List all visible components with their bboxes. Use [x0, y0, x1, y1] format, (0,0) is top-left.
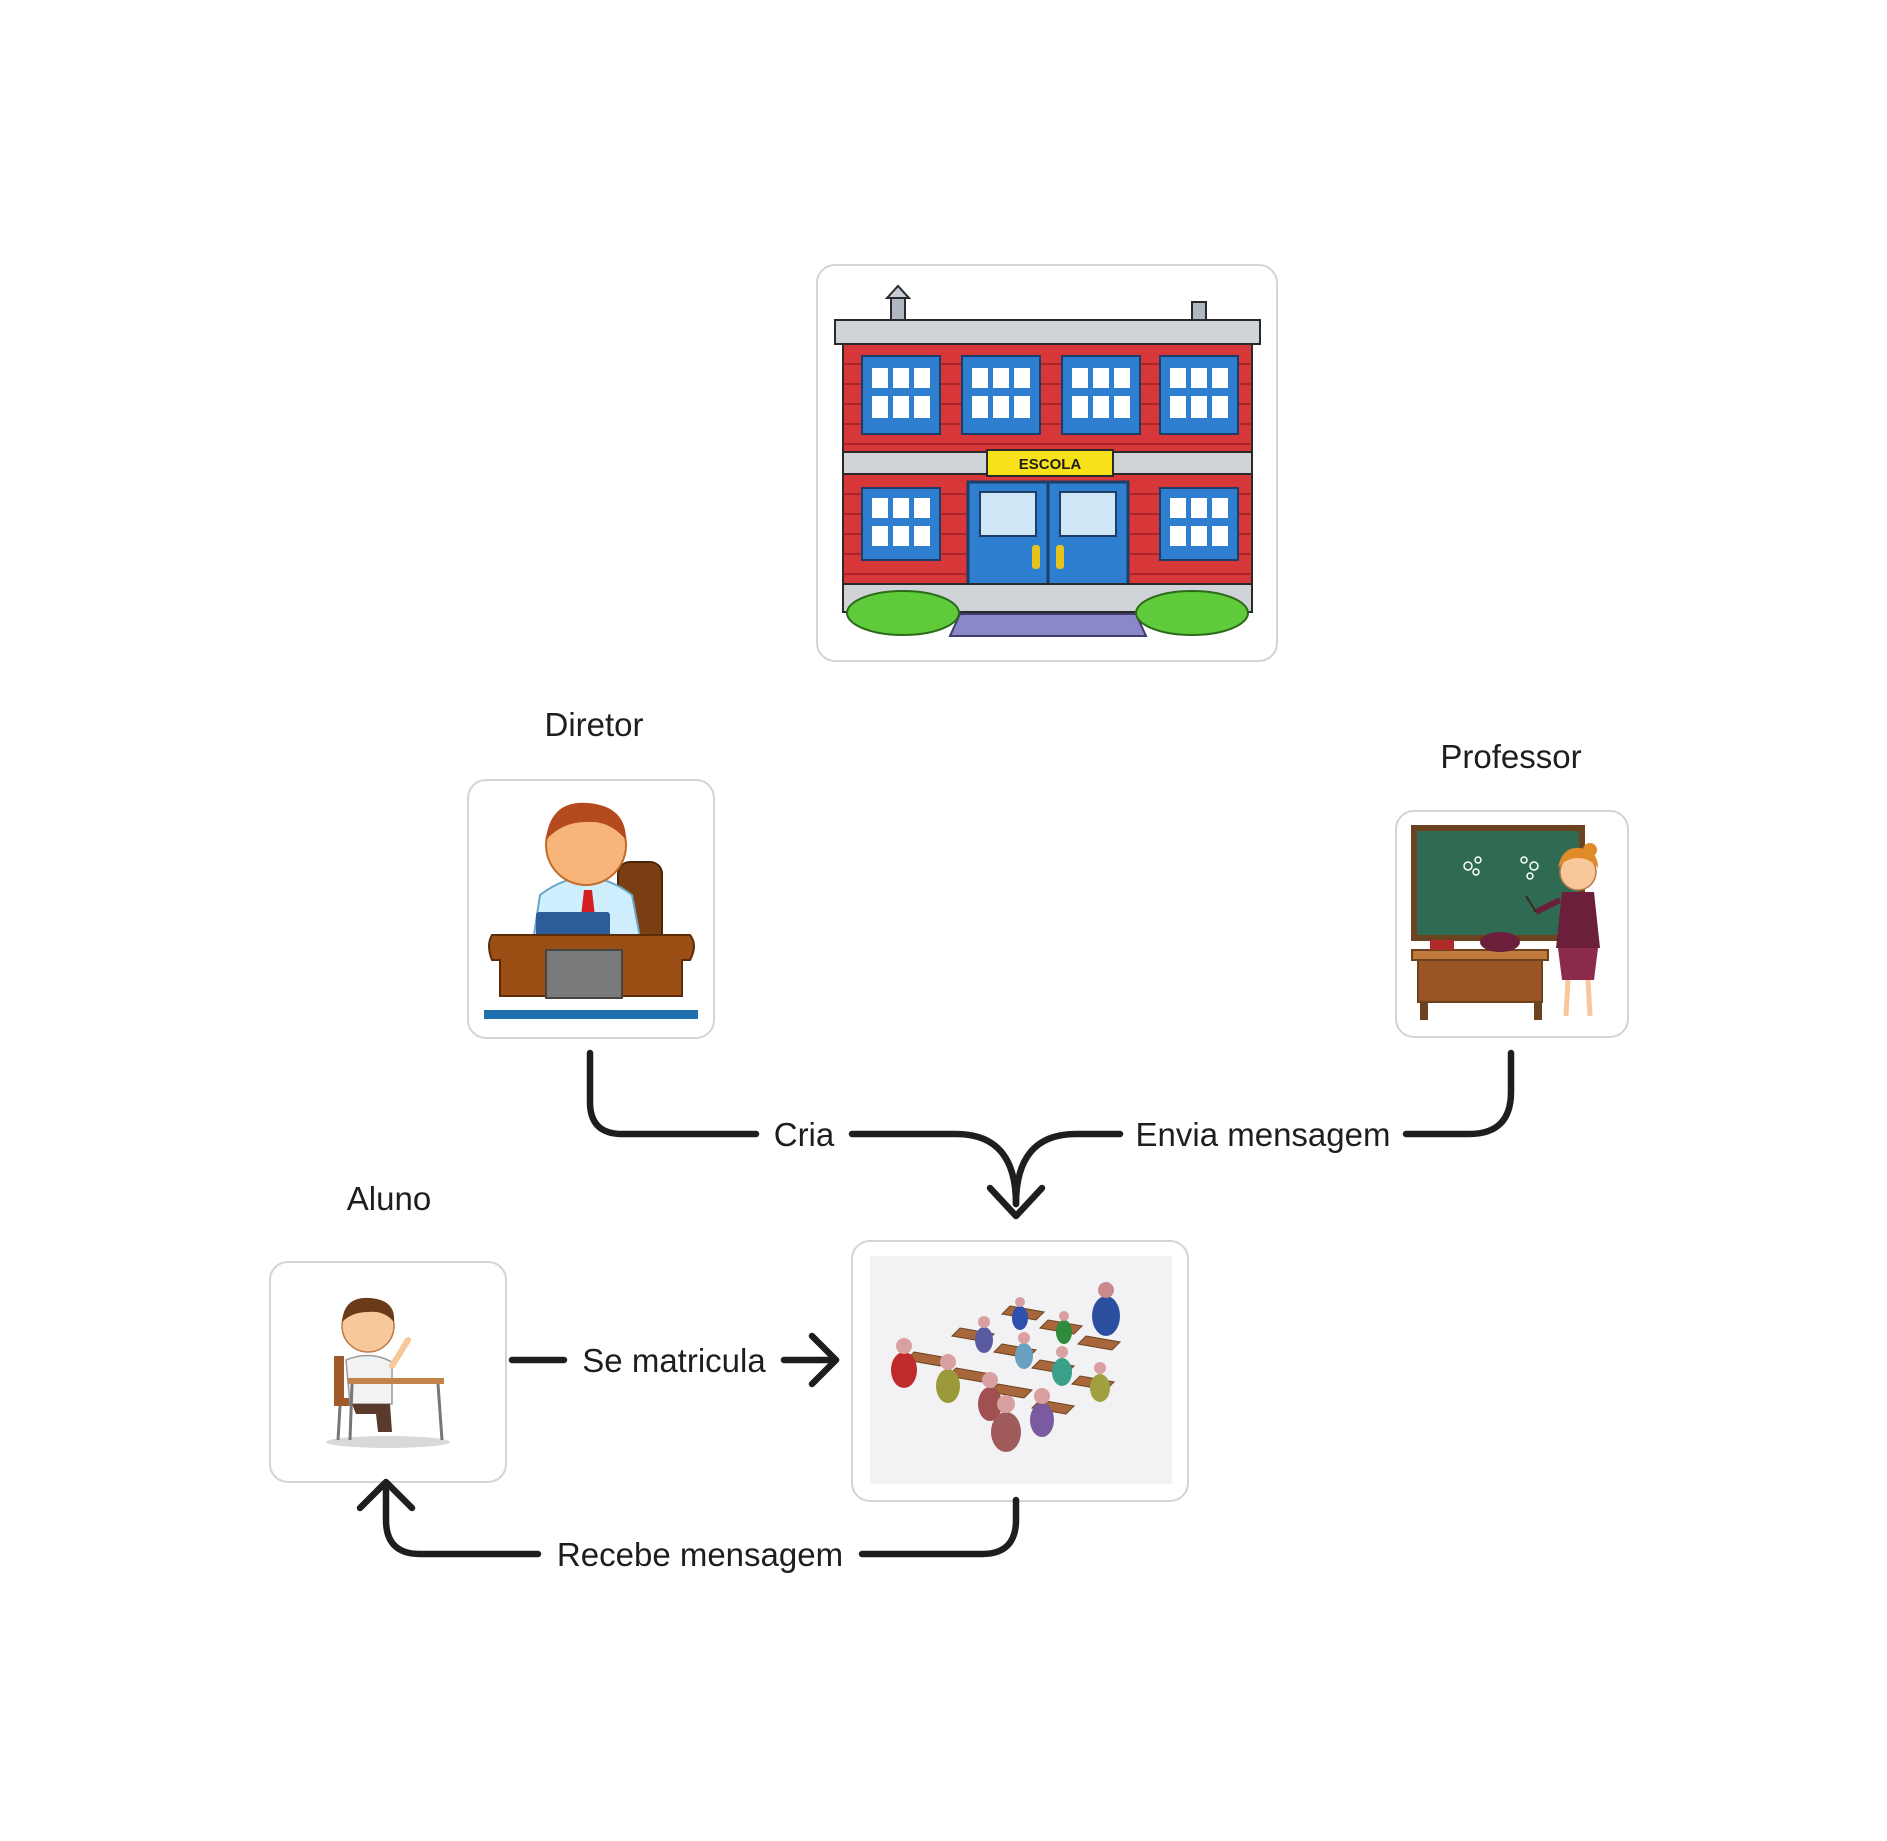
- edge-envia-line-left: [1012, 1130, 1124, 1208]
- aluno-label: Aluno: [347, 1180, 431, 1217]
- aluno-node[interactable]: [269, 1261, 507, 1483]
- edge-label-se-matricula: Se matricula: [582, 1342, 766, 1379]
- edge-cria-line-left: [586, 1049, 760, 1138]
- edge-envia-line-right: [1402, 1049, 1515, 1138]
- arrow-recebe-head: [356, 1478, 416, 1512]
- teacher-image: [1411, 825, 1600, 1020]
- school-node[interactable]: ESCOLA: [816, 264, 1278, 662]
- edge-recebe-line-right: [858, 1496, 1020, 1558]
- edge-label-envia-mensagem: Envia mensagem: [1136, 1116, 1391, 1153]
- classroom-node[interactable]: [851, 1240, 1189, 1502]
- edge-label-recebe-mensagem: Recebe mensagem: [557, 1536, 843, 1573]
- arrow-matricula-head: [808, 1332, 840, 1388]
- diretor-node[interactable]: [467, 779, 715, 1039]
- student-image: [326, 1297, 450, 1448]
- arrow-into-classroom: [986, 1184, 1046, 1220]
- classroom-image: [870, 1256, 1172, 1484]
- professor-label: Professor: [1440, 738, 1581, 775]
- school-sign: ESCOLA: [1019, 456, 1082, 473]
- edge-recebe-line-left: [382, 1480, 542, 1558]
- diretor-label: Diretor: [544, 706, 643, 743]
- edge-label-cria: Cria: [774, 1116, 835, 1153]
- professor-node[interactable]: [1395, 810, 1629, 1038]
- school-building-image: ESCOLA: [834, 284, 1261, 637]
- director-image: [484, 802, 698, 1019]
